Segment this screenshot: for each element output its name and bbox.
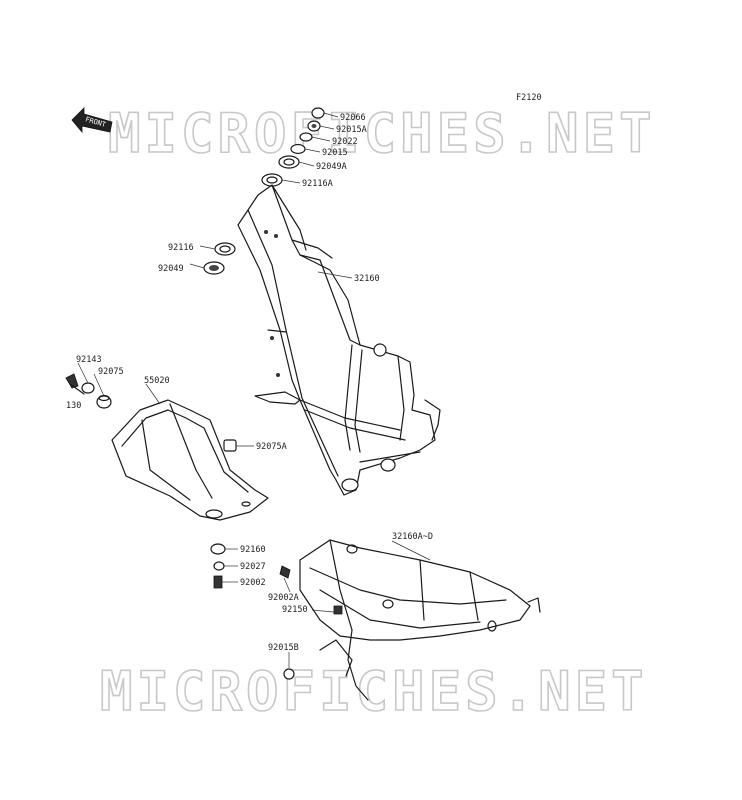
part-label-92075a: 92075A bbox=[256, 442, 287, 452]
part-label-92027: 92027 bbox=[240, 562, 266, 572]
watermark-bottom: MICROFICHES.NET bbox=[100, 660, 648, 723]
part-label-92116a: 92116A bbox=[302, 179, 333, 189]
part-label-130: 130 bbox=[66, 401, 81, 411]
part-label-32160: 32160 bbox=[354, 274, 380, 284]
part-label-92049a: 92049A bbox=[316, 162, 347, 172]
part-label-92015a: 92015A bbox=[336, 125, 367, 135]
part-label-92022: 92022 bbox=[332, 137, 358, 147]
part-label-92075: 92075 bbox=[98, 367, 124, 377]
part-label-92160: 92160 bbox=[240, 545, 266, 555]
part-label-92002: 92002 bbox=[240, 578, 266, 588]
lower-bearing-parts bbox=[203, 242, 236, 275]
part-label-92066: 92066 bbox=[340, 113, 366, 123]
part-label-92150: 92150 bbox=[282, 605, 308, 615]
skid-plate-fasteners bbox=[65, 373, 237, 589]
skid-plate bbox=[111, 399, 269, 521]
part-label-92049: 92049 bbox=[158, 264, 184, 274]
part-label-92143: 92143 bbox=[76, 355, 102, 365]
part-label-55020: 55020 bbox=[144, 376, 170, 386]
part-label-92015: 92015 bbox=[322, 148, 348, 158]
leader-lines bbox=[77, 112, 431, 668]
watermark-top: MICROFICHES.NET bbox=[108, 102, 656, 165]
front-arrow-icon: FRONT bbox=[71, 107, 113, 134]
main-frame bbox=[237, 184, 441, 496]
part-labels: 92066 92015A 92022 92015 92049A 92116A 9… bbox=[66, 113, 433, 653]
part-label-92002a: 92002A bbox=[268, 593, 299, 603]
part-label-32160a-d: 32160A~D bbox=[392, 532, 433, 542]
figure-code: F2120 bbox=[516, 93, 542, 103]
part-label-92116: 92116 bbox=[168, 243, 194, 253]
part-label-92015b: 92015B bbox=[268, 643, 299, 653]
sub-frame bbox=[279, 539, 541, 701]
